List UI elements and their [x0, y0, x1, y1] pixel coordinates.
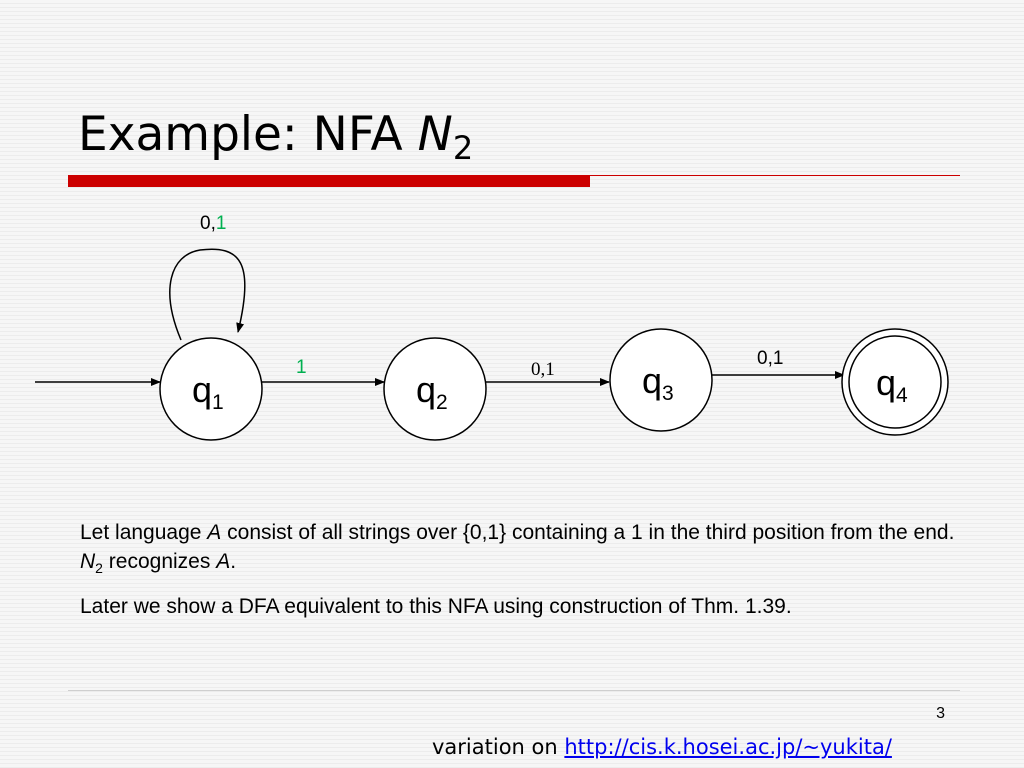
state-q1: q1	[159, 337, 263, 441]
state-q2: q2	[383, 337, 487, 441]
transition-q1-q2-label: 1	[296, 357, 307, 378]
description-paragraph: Let language A consist of all strings ov…	[80, 521, 955, 577]
title-subscript: 2	[452, 129, 474, 167]
transition-q1-q1-loop	[169, 248, 246, 341]
svg-text:q1: q1	[192, 369, 224, 414]
state-q3: q3	[609, 328, 713, 432]
nfa-diagram: 0,1 1 0,1 0,1 q1 q2 q3 q4	[35, 213, 949, 441]
footer-rule	[68, 690, 960, 691]
transition-q3-q4-label: 0,1	[757, 348, 783, 369]
state-q4-accept: q4	[841, 328, 949, 436]
credit-link[interactable]: http://cis.k.hosei.ac.jp/~yukita/	[564, 735, 892, 759]
svg-text:q3: q3	[642, 360, 674, 405]
title-italic-n: N	[417, 107, 453, 162]
title-rule	[590, 175, 960, 176]
title-accent-bar	[68, 175, 590, 187]
page-number: 3	[936, 705, 945, 722]
title-prefix: Example: NFA	[78, 107, 418, 162]
credit-prefix: variation on	[432, 735, 565, 759]
svg-text:q2: q2	[416, 369, 448, 414]
transition-q2-q3-label: 0,1	[531, 359, 555, 380]
slide-title: Example: NFA N2	[78, 100, 473, 183]
dfa-note-paragraph: Later we show a DFA equivalent to this N…	[80, 595, 792, 619]
body-text: Let language A consist of all strings ov…	[80, 518, 960, 630]
transition-q1-q1-label: 0,1	[200, 213, 226, 234]
svg-text:q4: q4	[876, 362, 908, 407]
credit-line: variation on http://cis.k.hosei.ac.jp/~y…	[432, 735, 892, 759]
